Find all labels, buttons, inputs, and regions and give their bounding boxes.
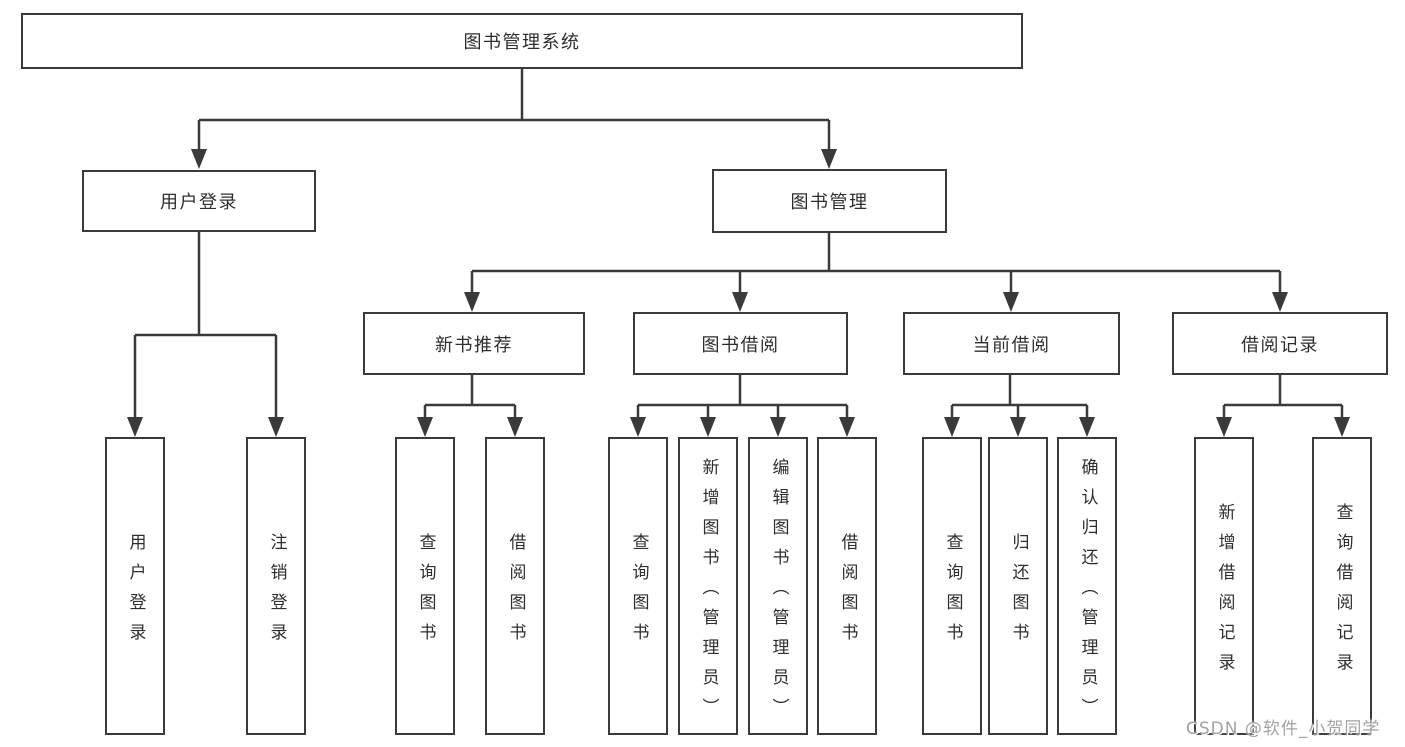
arrow-down-icon — [1010, 417, 1026, 437]
arrow-down-icon — [770, 417, 786, 437]
node-borrow-records: 借阅记录 — [1172, 312, 1388, 375]
arrow-down-icon — [821, 149, 837, 169]
node-leaf-logout-label: 注销登录 — [266, 532, 287, 653]
node-book-management: 图书管理 — [712, 169, 947, 233]
arrowheads — [127, 149, 1350, 437]
node-current-borrow: 当前借阅 — [903, 312, 1120, 375]
node-leaf-add-borrow-record: 新增借阅记录 — [1194, 437, 1254, 735]
node-leaf-query-borrow-record-label: 查询借阅记录 — [1332, 502, 1353, 683]
node-leaf-return-books-label: 归还图书 — [1008, 532, 1029, 653]
node-leaf-borrow-books-1-label: 借阅图书 — [505, 532, 526, 653]
arrow-down-icon — [1079, 417, 1095, 437]
arrow-down-icon — [464, 292, 480, 312]
arrow-down-icon — [507, 417, 523, 437]
arrow-down-icon — [944, 417, 960, 437]
node-leaf-query-books-3: 查询图书 — [922, 437, 982, 735]
node-book-borrow-label: 图书借阅 — [701, 334, 780, 356]
node-leaf-query-books-1-label: 查询图书 — [415, 532, 436, 653]
node-leaf-logout: 注销登录 — [246, 437, 306, 735]
arrow-down-icon — [191, 149, 207, 169]
node-leaf-query-books-2-label: 查询图书 — [628, 532, 649, 653]
arrow-down-icon — [268, 417, 284, 437]
node-leaf-borrow-books-2: 借阅图书 — [817, 437, 877, 735]
node-user-login: 用户登录 — [82, 170, 316, 232]
arrow-down-icon — [417, 417, 433, 437]
node-new-book-recommend-label: 新书推荐 — [435, 334, 513, 356]
node-leaf-query-books-3-label: 查询图书 — [942, 532, 963, 653]
arrow-down-icon — [1272, 292, 1288, 312]
node-user-login-label: 用户登录 — [160, 192, 238, 213]
csdn-watermark: CSDN @软件_小贺同学 — [1186, 719, 1381, 739]
node-leaf-add-borrow-record-label: 新增借阅记录 — [1214, 502, 1235, 683]
arrow-down-icon — [1334, 417, 1350, 437]
node-leaf-edit-books-admin: 编辑图书（管理员） — [748, 437, 808, 735]
arrow-down-icon — [630, 417, 646, 437]
node-book-borrow: 图书借阅 — [633, 312, 848, 375]
node-leaf-return-books: 归还图书 — [988, 437, 1048, 735]
arrow-down-icon — [700, 417, 716, 437]
node-leaf-user-login: 用户登录 — [105, 437, 165, 735]
node-leaf-user-login-label: 用户登录 — [125, 532, 146, 653]
node-leaf-borrow-books-2-label: 借阅图书 — [837, 532, 858, 653]
arrow-down-icon — [732, 292, 748, 312]
node-leaf-borrow-books-1: 借阅图书 — [485, 437, 545, 735]
node-root-label: 图书管理系统 — [463, 32, 581, 53]
node-leaf-edit-books-admin-label: 编辑图书（管理员） — [768, 457, 789, 728]
node-leaf-add-books-admin: 新增图书（管理员） — [678, 437, 738, 735]
arrow-down-icon — [127, 417, 143, 437]
node-leaf-query-books-1: 查询图书 — [395, 437, 455, 735]
node-book-management-label: 图书管理 — [790, 192, 869, 213]
arrow-down-icon — [1003, 292, 1019, 312]
node-leaf-query-books-2: 查询图书 — [608, 437, 668, 735]
arrow-down-icon — [839, 417, 855, 437]
node-current-borrow-label: 当前借阅 — [972, 334, 1051, 356]
node-new-book-recommend: 新书推荐 — [363, 312, 585, 375]
node-borrow-records-label: 借阅记录 — [1241, 334, 1319, 356]
node-leaf-query-borrow-record: 查询借阅记录 — [1312, 437, 1372, 735]
node-leaf-confirm-return-admin-label: 确认归还（管理员） — [1077, 457, 1098, 728]
arrow-down-icon — [1216, 417, 1232, 437]
node-leaf-confirm-return-admin: 确认归还（管理员） — [1057, 437, 1117, 735]
node-leaf-add-books-admin-label: 新增图书（管理员） — [698, 457, 719, 728]
node-root: 图书管理系统 — [21, 13, 1023, 69]
